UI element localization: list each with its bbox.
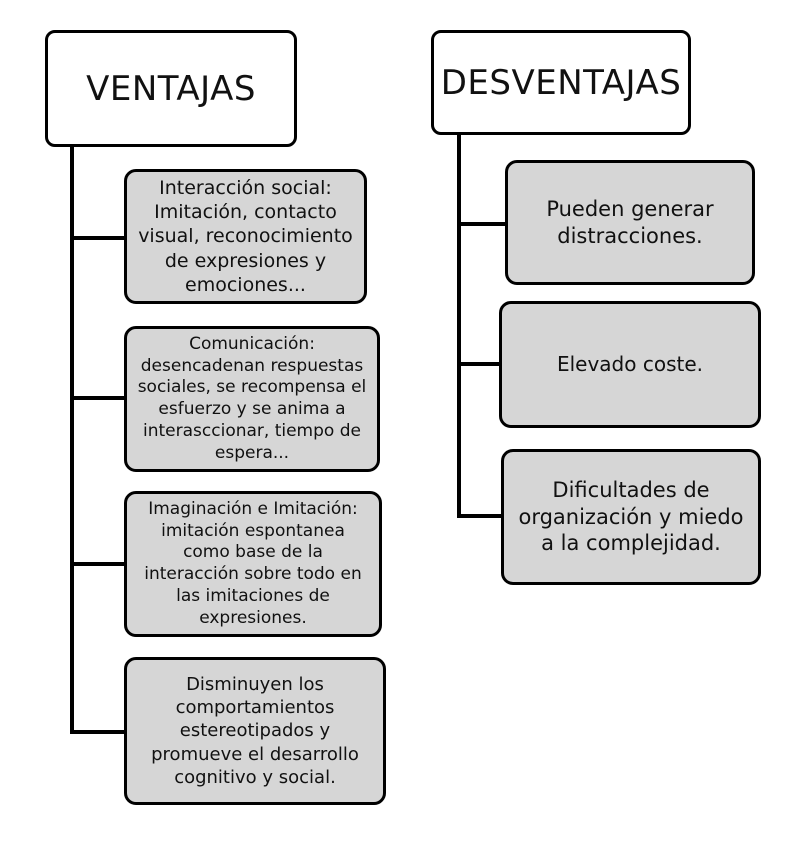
desventajas-branch-line-2: [457, 362, 501, 366]
card-line: Disminuyen los: [186, 674, 324, 696]
ventajas-branch-line-2: [70, 396, 126, 400]
card-line: comportamientos: [175, 697, 335, 719]
desventaja-card-dificultades: Dificultades de organización y miedo a l…: [501, 449, 761, 585]
ventaja-card-imaginacion-imitacion: Imaginación e Imitación: imitación espon…: [124, 491, 382, 637]
desventajas-trunk-line: [457, 134, 461, 518]
card-line: Comunicación:: [189, 333, 315, 354]
ventajas-trunk-line: [70, 146, 74, 734]
card-line: Dificultades de: [552, 477, 710, 502]
card-line: Pueden generar: [546, 196, 714, 221]
desventaja-card-distracciones: Pueden generar distracciones.: [505, 160, 755, 285]
card-line: emociones...: [185, 273, 306, 296]
card-line: esfuerzo y se anima a: [158, 399, 346, 419]
ventajas-branch-line-1: [70, 236, 126, 240]
ventaja-card-comunicacion: Comunicación: desencadenan respuestas so…: [124, 326, 380, 472]
card-line: a la complejidad.: [541, 531, 721, 556]
card-line: expresiones.: [199, 607, 307, 628]
card-line: sociales, se recompensa el: [137, 377, 367, 398]
card-line: de expresiones y: [164, 249, 327, 272]
card-line: cognitivo y social.: [174, 766, 336, 788]
ventajas-header: VENTAJAS: [45, 30, 297, 147]
card-line: espera...: [214, 442, 290, 463]
ventajas-branch-line-3: [70, 562, 126, 566]
card-line: imitación espontanea: [161, 520, 345, 541]
card-line: Elevado coste.: [556, 351, 704, 376]
desventajas-branch-line-1: [457, 222, 507, 226]
ventaja-card-interaccion-social: Interacción social: Imitación, contacto …: [124, 169, 367, 304]
ventajas-branch-line-4: [70, 730, 126, 734]
desventajas-branch-line-3: [457, 514, 503, 518]
card-line: como base de la: [183, 542, 323, 563]
ventaja-card-disminuyen: Disminuyen los comportamientos estereoti…: [124, 657, 386, 805]
card-line: promueve el desarrollo: [151, 743, 359, 765]
card-line: distracciones.: [557, 223, 703, 248]
card-line: interasccionar, tiempo de: [143, 420, 361, 441]
card-line: Imitación, contacto: [154, 201, 337, 224]
card-line: organización y miedo: [518, 504, 744, 529]
card-line: estereotipados y: [179, 720, 331, 742]
card-line: las imitaciones de: [176, 585, 330, 606]
card-line: visual, reconocimiento: [138, 225, 353, 248]
desventajas-header: DESVENTAJAS: [431, 30, 691, 135]
card-line: desencadenan respuestas: [140, 355, 364, 376]
desventajas-title: DESVENTAJAS: [440, 62, 682, 103]
card-line: Imaginación e Imitación:: [148, 498, 358, 519]
desventaja-card-elevado-coste: Elevado coste.: [499, 301, 761, 428]
ventajas-title: VENTAJAS: [86, 68, 256, 109]
card-line: Interacción social:: [159, 176, 332, 199]
card-line: interacción sobre todo en: [144, 564, 362, 584]
